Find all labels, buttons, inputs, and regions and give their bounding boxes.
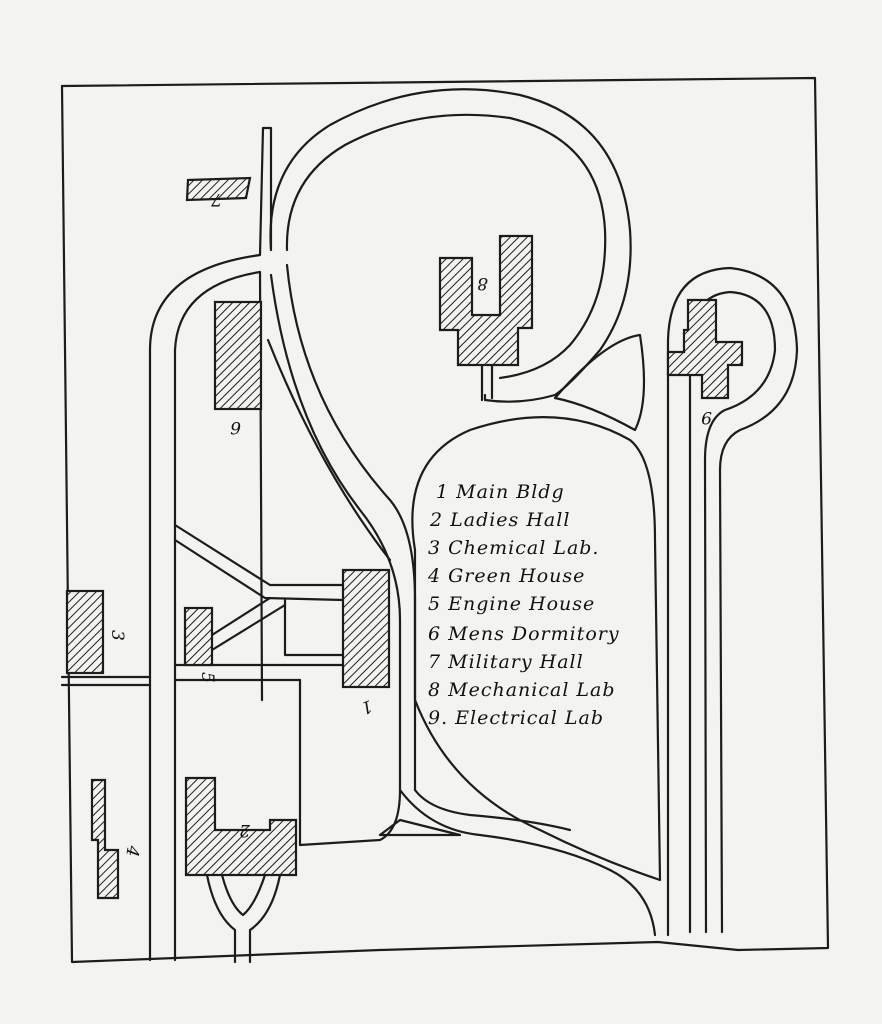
building-8-mechanical-lab[interactable]: [438, 234, 534, 367]
building-number-3: 3: [107, 630, 127, 641]
building-1-main-bldg[interactable]: [341, 568, 391, 689]
cross-road-lower: [210, 596, 272, 637]
loop-road-descending-outer: [269, 273, 402, 847]
bottom-triangle: [378, 818, 462, 837]
legend-item-1: 1 Main Bldg: [436, 481, 565, 503]
cross-road-lower-2: [210, 603, 287, 652]
mech-connector: [480, 363, 494, 402]
building-7-military-hall[interactable]: [185, 176, 252, 202]
ladies-hall-drive: [205, 873, 282, 964]
building-3-chemical-lab[interactable]: [65, 589, 105, 675]
bottom-curve-outer: [398, 788, 657, 937]
building-number-5: 5: [197, 672, 217, 683]
legend-item-4: 4 Green House: [427, 565, 585, 587]
center-lawn-outline: [411, 416, 662, 882]
building-number-1: 1: [358, 695, 375, 717]
building-number-9: 9: [701, 407, 712, 427]
cross-road-upper-2: [173, 538, 345, 602]
building-6-mens-dormitory[interactable]: [213, 300, 263, 411]
building-number-7: 7: [211, 189, 222, 209]
building-4-green-house[interactable]: [90, 778, 120, 900]
bottom-curve-inner: [413, 788, 572, 832]
center-top-wedge: [553, 333, 646, 432]
building-2-ladies-hall[interactable]: [184, 776, 298, 877]
cross-road-upper: [173, 523, 345, 587]
diagonal-road: [266, 338, 392, 562]
building-9-electrical-lab[interactable]: [666, 298, 744, 400]
right-loop-outer: [666, 266, 799, 937]
legend-item-3: 3 Chemical Lab.: [428, 537, 599, 559]
left-road-outer: [148, 126, 273, 352]
road-to-main-1: [283, 598, 345, 657]
map-border: [60, 76, 830, 964]
loop-road-descending-inner: [285, 263, 417, 792]
building-number-2: 2: [239, 820, 251, 840]
legend-item-9: 9. Electrical Lab: [428, 707, 604, 729]
building-number-8: 8: [477, 273, 488, 293]
building-number-4: 4: [121, 843, 143, 858]
legend-item-5: 5 Engine House: [428, 593, 595, 615]
left-road-inner-line: [173, 270, 264, 702]
legend-item-7: 7 Military Hall: [428, 651, 584, 673]
loop-road-outer: [269, 88, 632, 403]
loop-road-inner: [285, 113, 607, 380]
map-legend: 1 Main Bldg 2 Ladies Hall 3 Chemical Lab…: [427, 481, 620, 729]
legend-item-6: 6 Mens Dormitory: [428, 623, 620, 645]
building-5-engine-house[interactable]: [183, 606, 214, 667]
building-number-6: 6: [230, 417, 241, 437]
legend-item-8: 8 Mechanical Lab: [428, 679, 616, 701]
legend-item-2: 2 Ladies Hall: [429, 509, 570, 531]
